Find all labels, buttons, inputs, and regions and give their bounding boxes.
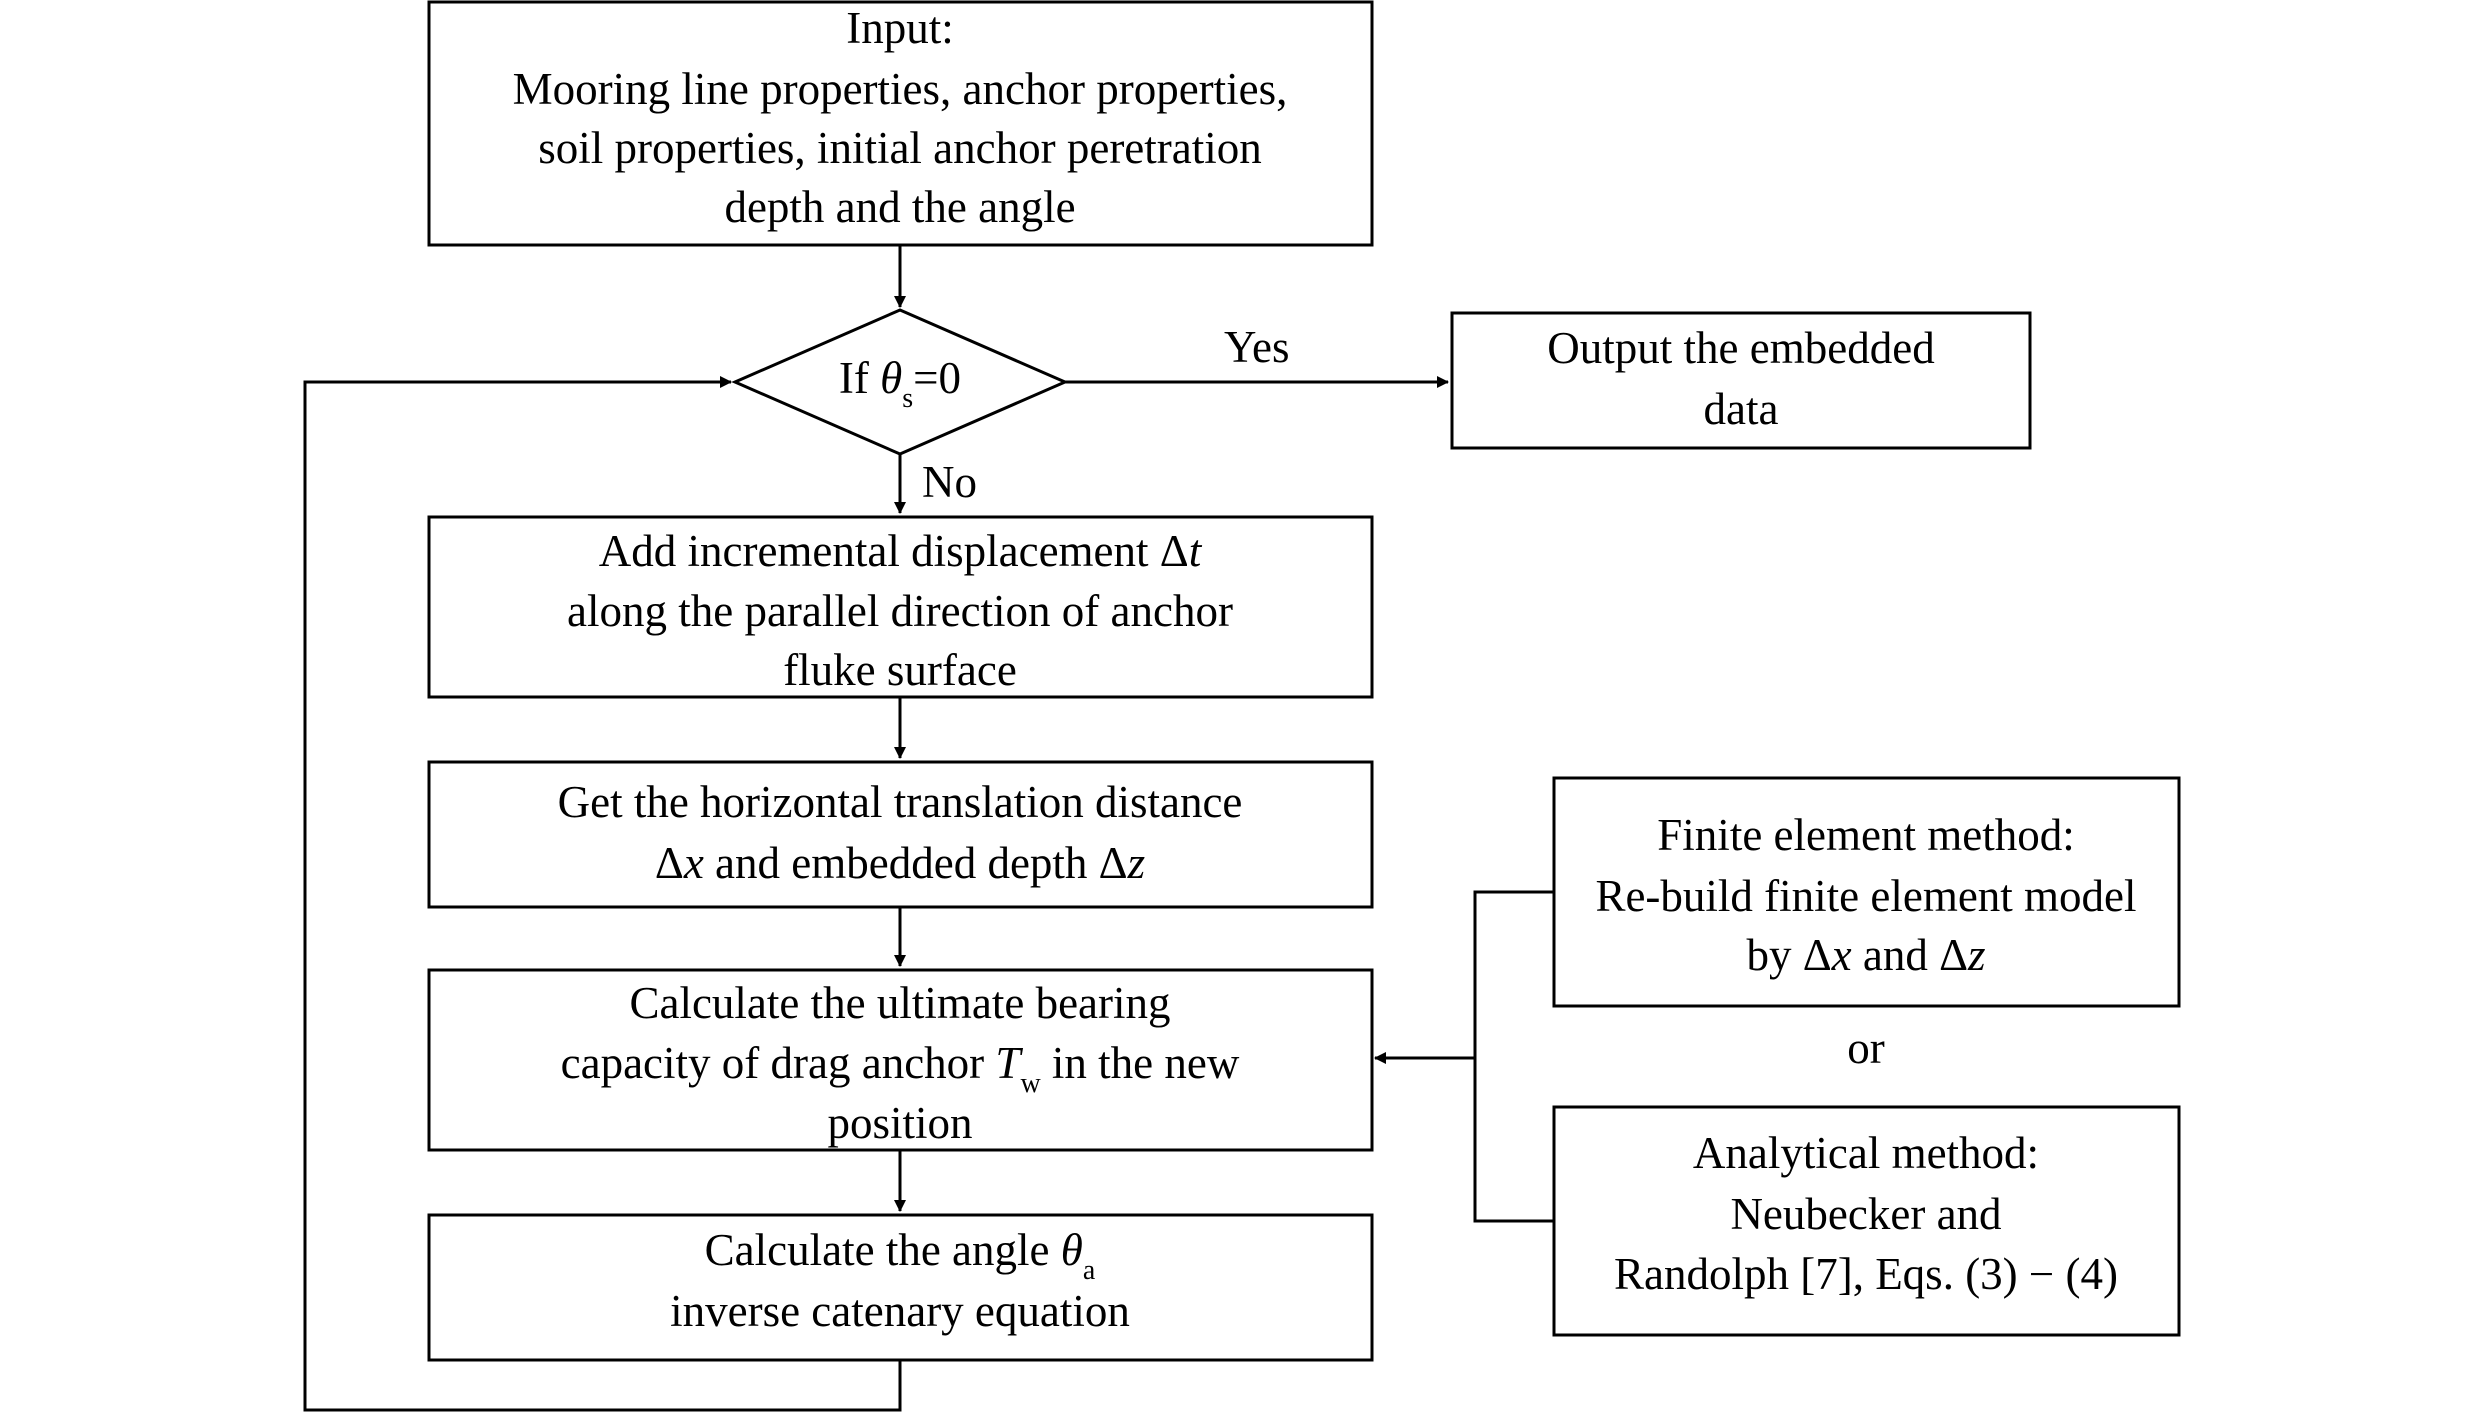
input-line-3: soil properties, initial anchor peretrat… <box>538 123 1262 173</box>
output-line-1: Output the embedded <box>1547 323 1934 373</box>
get-translation-line-2: Δx and embedded depth Δz <box>655 838 1145 888</box>
input-line-4: depth and the angle <box>724 182 1075 232</box>
add-displacement-line-2: along the parallel direction of anchor <box>567 586 1233 636</box>
calc-capacity-node: Calculate the ultimate bearing capacity … <box>427 968 1374 1152</box>
output-node: Output the embedded data <box>1450 311 2032 450</box>
analytical-line-1: Analytical method: <box>1693 1128 2039 1178</box>
calc-capacity-line-1: Calculate the ultimate bearing <box>629 978 1170 1028</box>
add-displacement-line-3: fluke surface <box>783 645 1017 695</box>
decision-node: If θs=0 <box>731 308 1069 456</box>
output-line-2: data <box>1704 384 1779 434</box>
calc-angle-line-1: Calculate the angle θa <box>705 1225 1096 1286</box>
get-translation-line-1: Get the horizontal translation distance <box>558 777 1243 827</box>
analytical-node: Analytical method: Neubecker and Randolp… <box>1552 1105 2181 1337</box>
or-label: or <box>1847 1023 1885 1073</box>
methods-bracket <box>1473 890 1554 1223</box>
fem-line-1: Finite element method: <box>1657 810 2074 860</box>
analytical-line-2: Neubecker and <box>1730 1189 2001 1239</box>
fem-node: Finite element method: Re-build finite e… <box>1552 776 2181 1008</box>
calc-capacity-line-2: capacity of drag anchor Tw in the new <box>561 1038 1240 1099</box>
decision-label: If θs=0 <box>839 353 961 414</box>
no-label: No <box>922 457 977 507</box>
input-node: Input: Mooring line properties, anchor p… <box>427 0 1374 247</box>
analytical-line-3: Randolph [7], Eqs. (3) − (4) <box>1614 1249 2118 1299</box>
loop-back-connector <box>303 376 902 1412</box>
fem-line-2: Re-build finite element model <box>1595 871 2136 921</box>
add-displacement-line-1: Add incremental displacement Δt <box>599 526 1203 576</box>
input-line-1: Input: <box>846 3 954 53</box>
yes-label: Yes <box>1224 322 1289 372</box>
add-displacement-node: Add incremental displacement Δt along th… <box>427 515 1374 699</box>
fem-line-3: by Δx and Δz <box>1746 930 1985 980</box>
calc-angle-line-2: inverse catenary equation <box>670 1286 1130 1336</box>
get-translation-node: Get the horizontal translation distance … <box>427 760 1374 909</box>
calc-angle-node: Calculate the angle θa inverse catenary … <box>427 1213 1374 1362</box>
input-line-2: Mooring line properties, anchor properti… <box>513 64 1288 114</box>
calc-capacity-line-3: position <box>827 1098 972 1148</box>
